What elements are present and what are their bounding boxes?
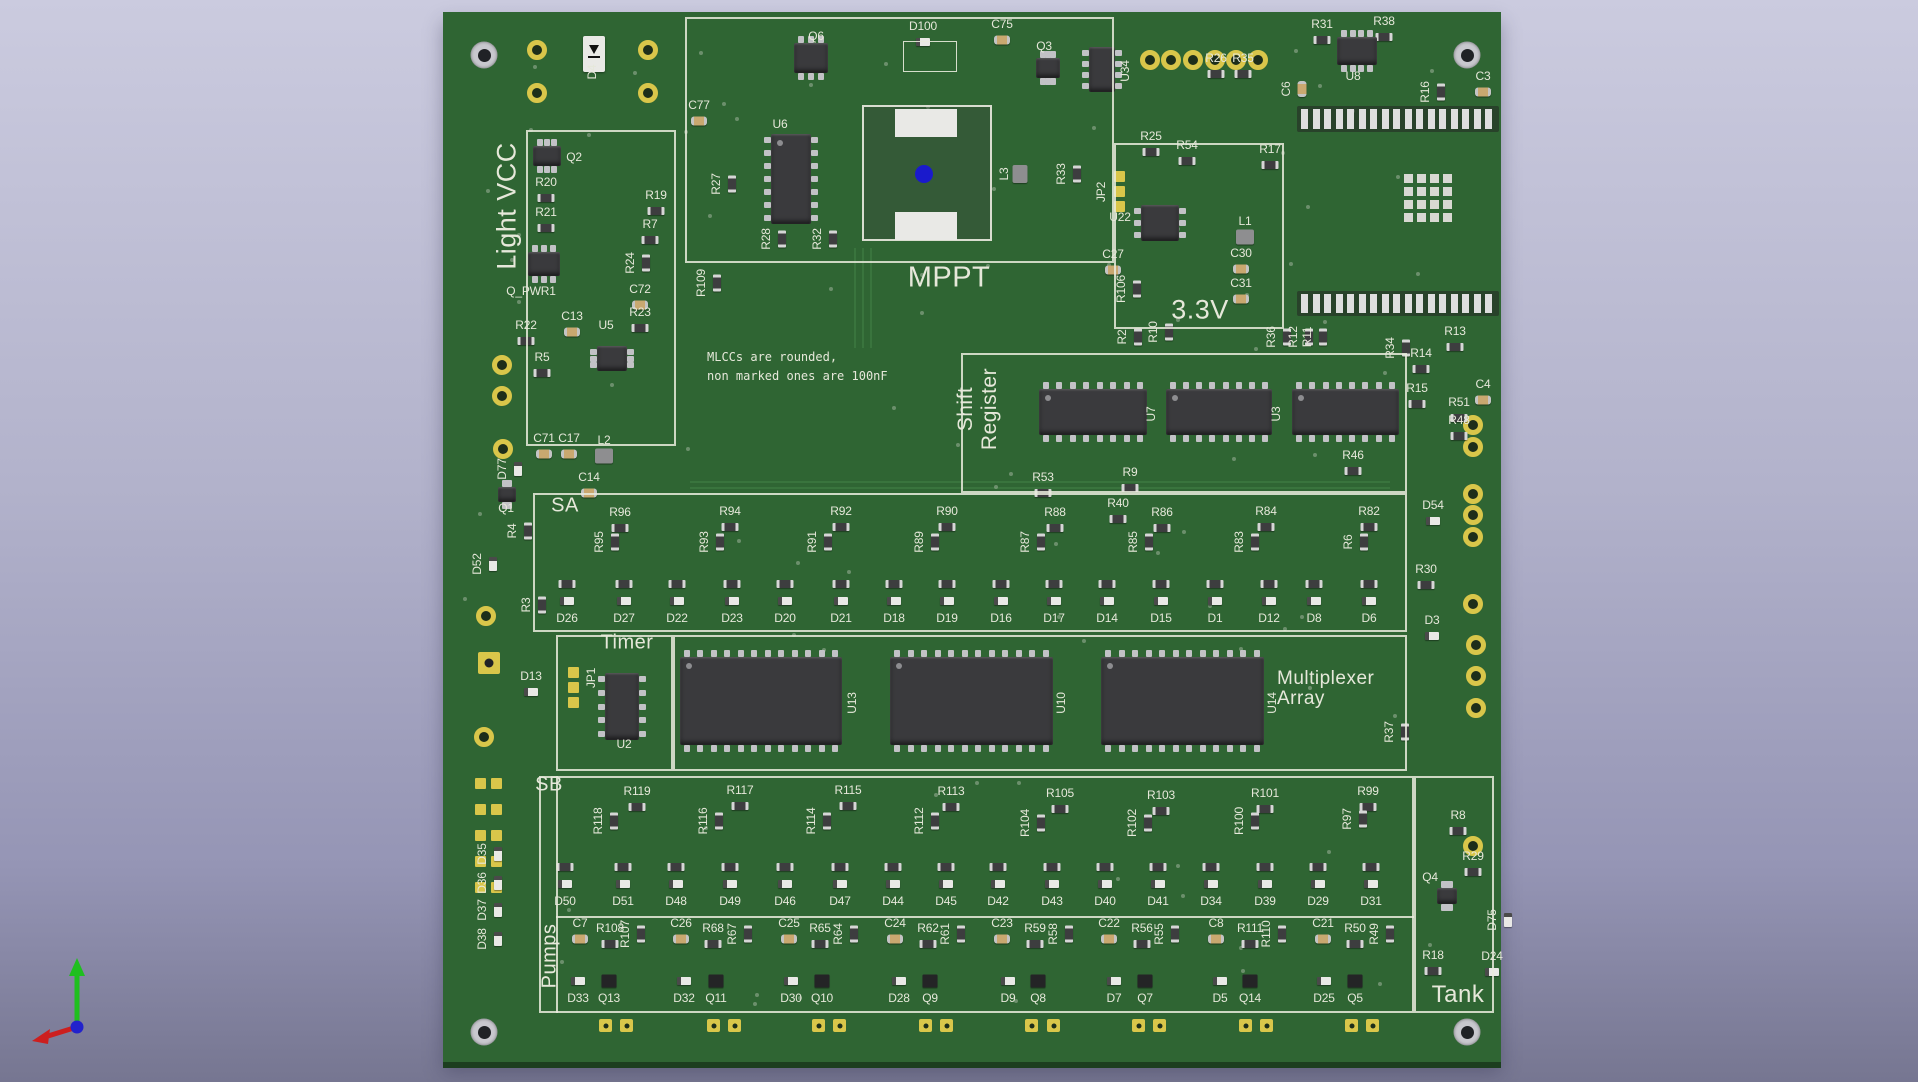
axis-z-dot	[70, 1020, 84, 1034]
pcb-board	[443, 12, 1501, 1062]
axis-y-arrowhead	[69, 958, 85, 976]
axis-orientation-gizmo	[32, 958, 85, 1044]
d75-body	[1504, 913, 1512, 927]
axis-x-arrowhead	[32, 1029, 50, 1044]
